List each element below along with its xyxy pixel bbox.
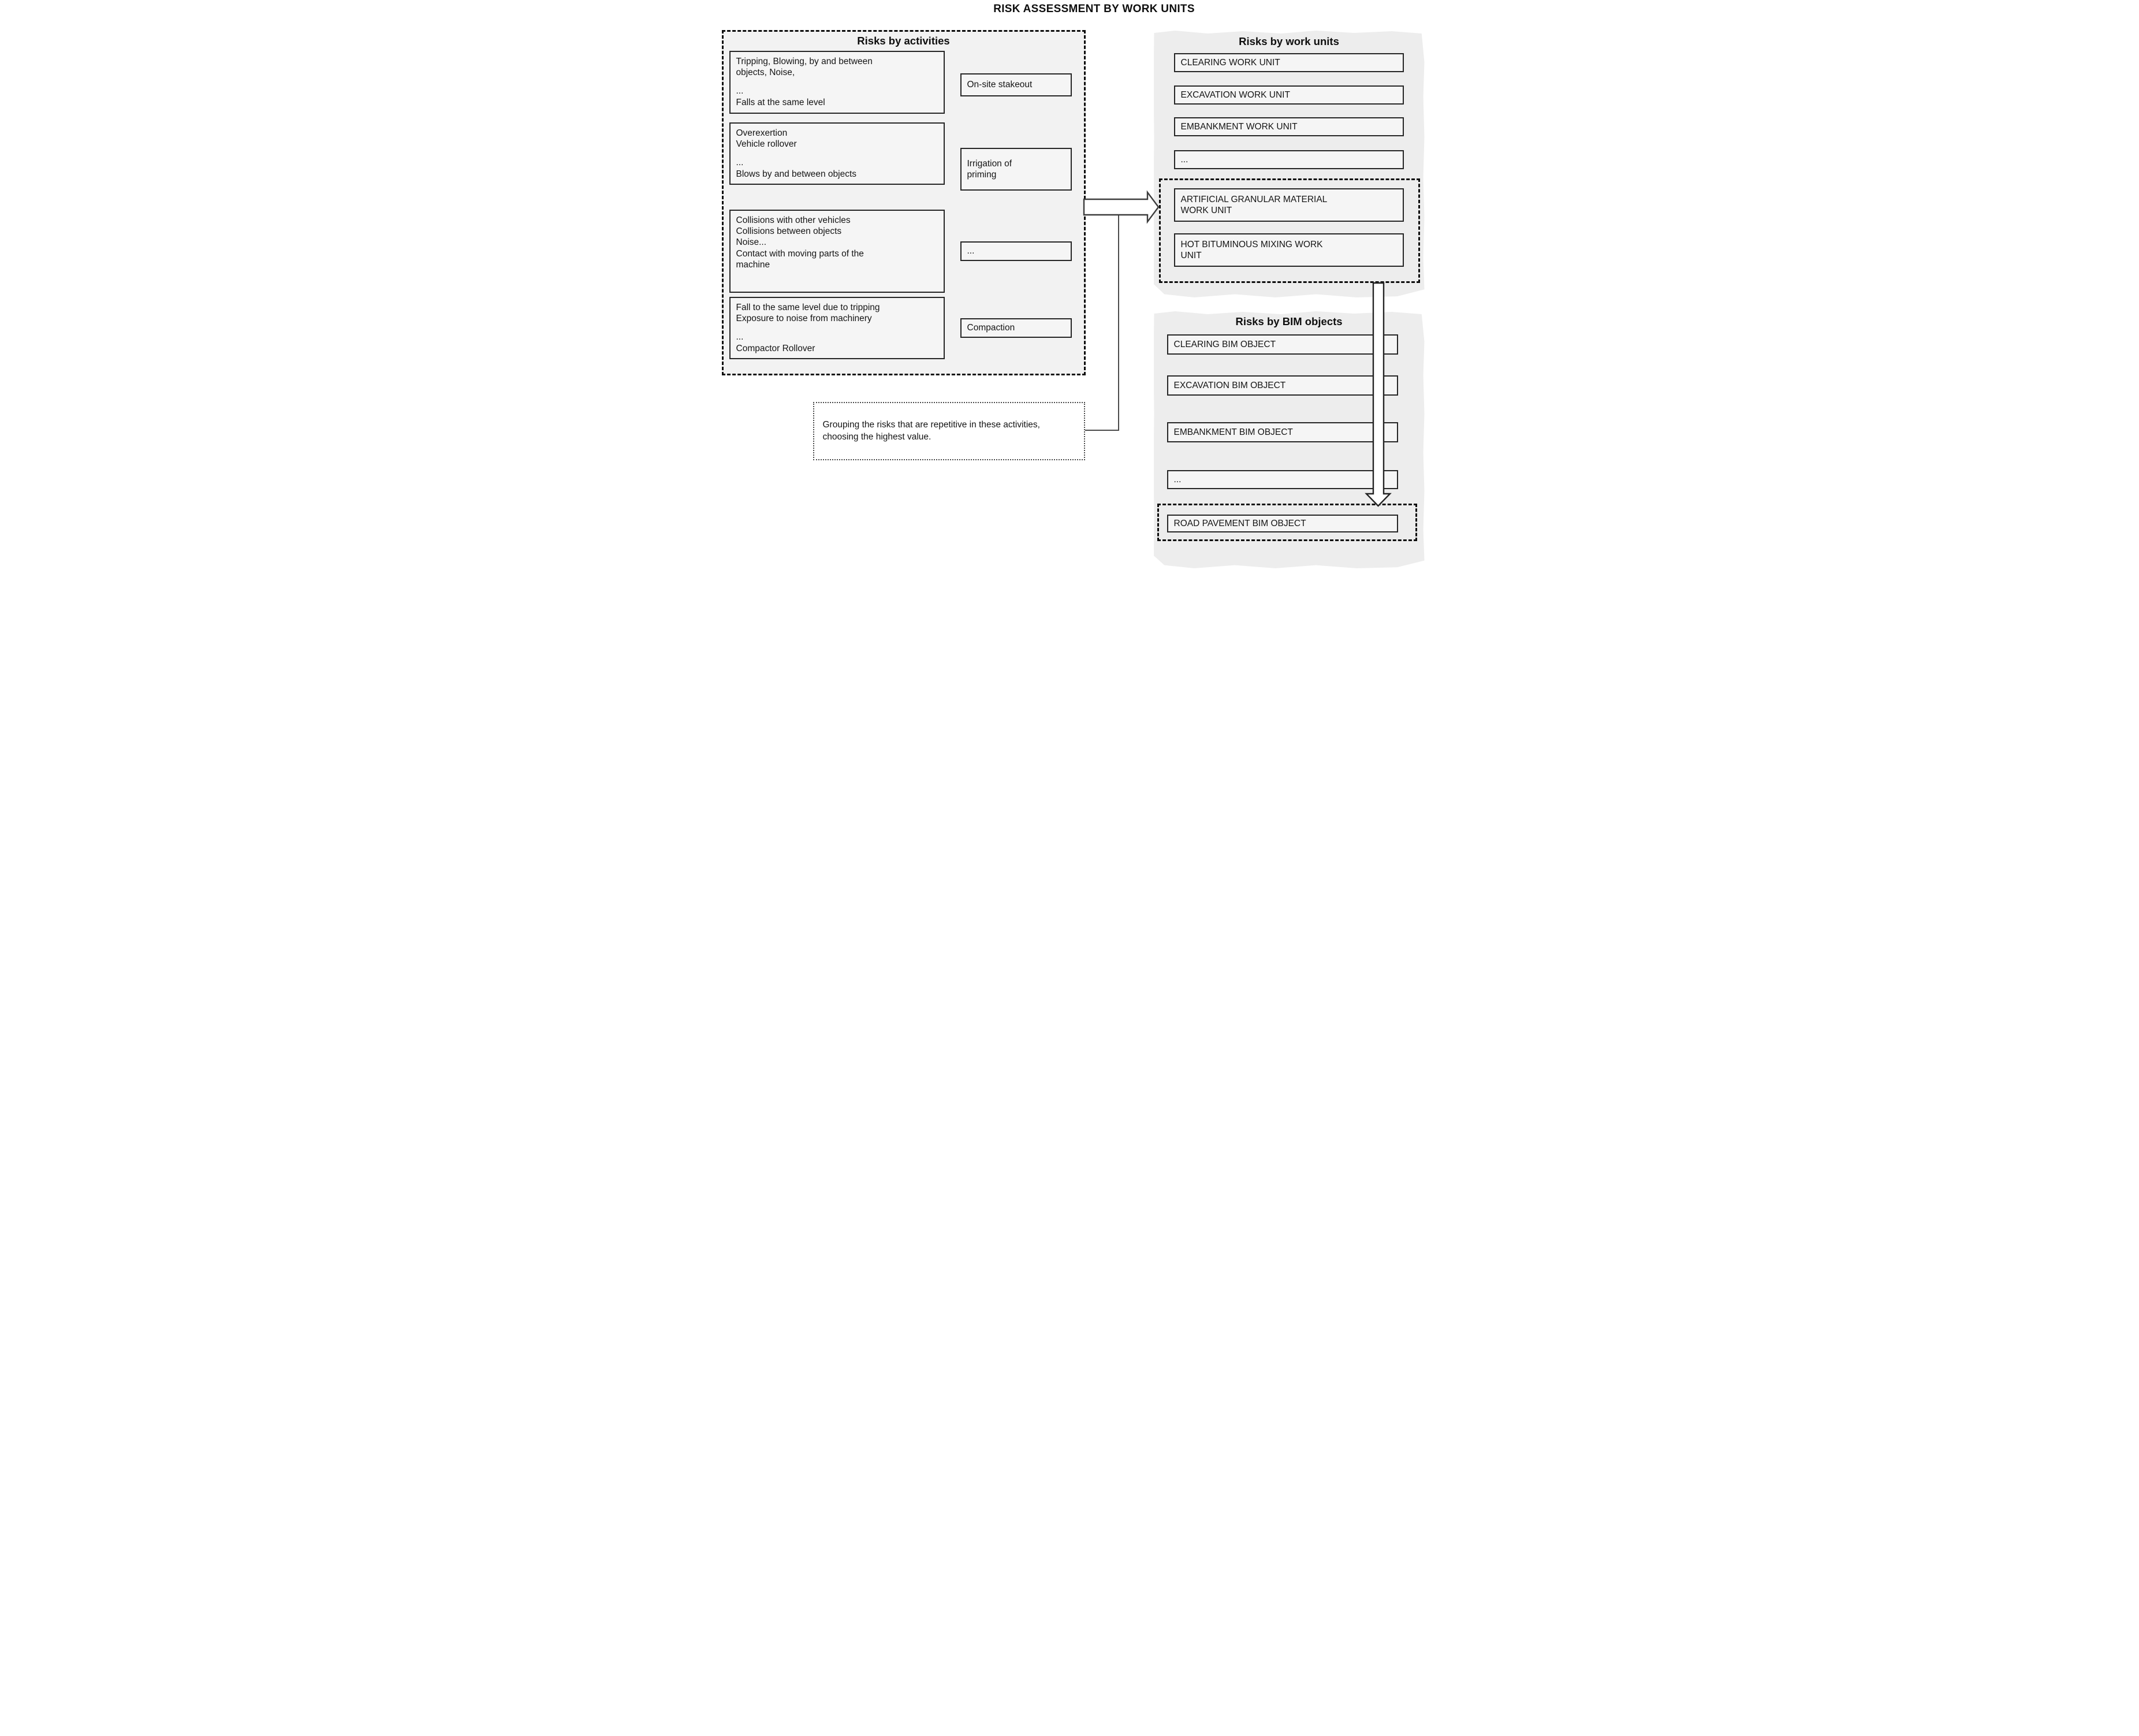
page-title: RISK ASSESSMENT BY WORK UNITS	[993, 3, 1195, 15]
highlighted-work-units-group	[1158, 178, 1420, 283]
bim-object-excavation: EXCAVATION BIM OBJECT	[1167, 375, 1398, 396]
grouping-note: Grouping the risks that are repetitive i…	[813, 402, 1085, 460]
bim-object-embankment: EMBANKMENT BIM OBJECT	[1167, 422, 1398, 442]
arrow-activities-to-work-units-icon	[1083, 190, 1159, 224]
activity-label-compaction: Compaction	[960, 318, 1072, 338]
grouping-note-text: Grouping the risks that are repetitive i…	[822, 420, 1041, 442]
highlighted-bim-objects-group	[1157, 504, 1417, 541]
work-unit-excavation: EXCAVATION WORK UNIT	[1173, 85, 1404, 105]
bim-object-clearing: CLEARING BIM OBJECT	[1167, 334, 1398, 355]
bim-object-ellipsis: ...	[1167, 470, 1398, 489]
activity-label-on-site-stakeout: On-site stakeout	[960, 73, 1072, 96]
note-connector-line	[1085, 215, 1119, 431]
work-unit-clearing: CLEARING WORK UNIT	[1173, 53, 1404, 72]
bim-object-road-pavement: ROAD PAVEMENT BIM OBJECT	[1167, 515, 1398, 532]
risks-by-work-units-header: Risks by work units	[1239, 35, 1339, 47]
activity-label-ellipsis: ...	[960, 241, 1072, 261]
diagram-canvas: RISK ASSESSMENT BY WORK UNITS Risks by a…	[713, 0, 1426, 579]
risks-by-activities-header: Risks by activities	[857, 35, 950, 47]
work-unit-embankment: EMBANKMENT WORK UNIT	[1173, 117, 1404, 136]
work-unit-ellipsis: ...	[1173, 150, 1404, 169]
risks-by-bim-objects-header: Risks by BIM objects	[1235, 315, 1343, 327]
